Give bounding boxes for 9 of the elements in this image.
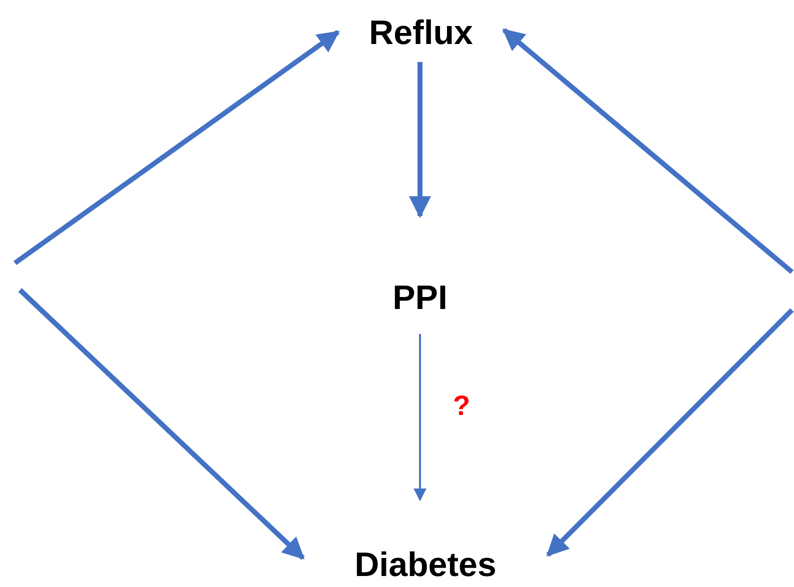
arrow bbox=[414, 334, 426, 502]
arrow bbox=[18, 288, 305, 560]
arrow bbox=[14, 30, 340, 266]
arrow bbox=[502, 28, 794, 274]
arrow bbox=[546, 308, 794, 557]
arrow bbox=[409, 62, 431, 218]
node-label: Reflux bbox=[369, 14, 473, 54]
node-label: Diabetes bbox=[354, 546, 496, 585]
node-label: PPI bbox=[392, 278, 448, 318]
